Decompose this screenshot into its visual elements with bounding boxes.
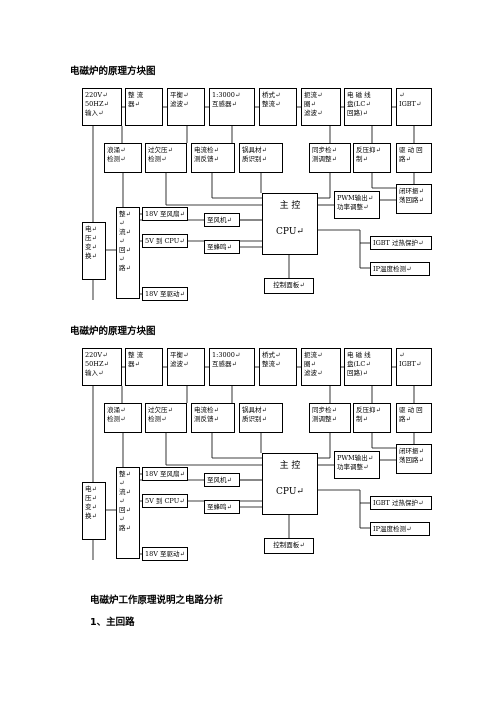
block-choke: 扼流↵ 圈↵ 滤波↵ (301, 88, 341, 126)
diagram-title-1: 电磁炉的原理方块图 (70, 66, 156, 77)
block-transformer: 1:3000↵ 互感器↵ (209, 348, 255, 386)
block-pot: 锅具材↵ 质识别↵ (239, 403, 283, 433)
block-bridge: 桥式↵ 整流↵ (259, 348, 297, 386)
block-rectifier: 整 流 器↵ (125, 348, 163, 386)
connector-lines (92, 366, 415, 560)
block-out-18v-fan: 18V 至风扇↵ (142, 467, 188, 481)
block-choke: 扼流↵ 圈↵ 滤波↵ (301, 348, 341, 386)
block-igbt: ↵ IGBT↵ (396, 348, 432, 386)
block-cpu: 主 控 CPU↵ (262, 453, 318, 515)
block-out-18v-driver: 18V 至驱动↵ (142, 547, 188, 561)
subsection-title: 1、主回路 (90, 617, 135, 628)
block-surge: 浪涌↵ 检测↵ (104, 403, 142, 433)
block-driver: 驱 动 回 路↵ (396, 403, 432, 433)
block-panel: 控制面板↵ (264, 278, 314, 294)
block-surge: 浪涌↵ 检测↵ (104, 143, 142, 173)
block-regulator: 整↵ ↵ 流↵ ↵ 回↵ ↵ 路↵ (116, 467, 140, 559)
block-out-5v-cpu: 5V 到 CPU↵ (142, 234, 188, 248)
block-buzzer: 至蜂鸣↵ (204, 500, 240, 514)
block-igbt-protect: IGBT 过热保护↵ (370, 496, 432, 510)
block-closedloop: 闭环振↵ 荡回路↵ (396, 444, 432, 474)
block-backpressure: 反压抑↵ 制↵ (353, 143, 391, 173)
block-sync: 同步检↵ 测调整↵ (309, 143, 351, 173)
block-rectifier: 整 流 器↵ (125, 88, 163, 126)
block-power-transform: 电↵ 压↵ 变↵ 换↵ (82, 482, 106, 540)
diagram-title-2: 电磁炉的原理方块图 (70, 326, 156, 337)
block-out-5v-cpu: 5V 到 CPU↵ (142, 494, 188, 508)
block-pwm: PWM输出↵ 功率调整↵ (334, 191, 380, 219)
block-closedloop: 闭环振↵ 荡回路↵ (396, 184, 432, 214)
block-igbt: ↵ IGBT↵ (396, 88, 432, 126)
block-current: 电流检↵ 测反馈↵ (191, 143, 235, 173)
block-panel: 控制面板↵ (264, 538, 314, 554)
block-overvoltage: 过欠压↵ 检测↵ (145, 143, 187, 173)
block-igbt-temp: IP温度检测↵ (370, 262, 430, 276)
block-sync: 同步检↵ 测调整↵ (309, 403, 351, 433)
block-filter: 平衡↵ 滤波↵ (167, 348, 205, 386)
block-transformer: 1:3000↵ 互感器↵ (209, 88, 255, 126)
block-current: 电流检↵ 测反馈↵ (191, 403, 235, 433)
block-out-18v-fan: 18V 至风扇↵ (142, 207, 188, 221)
block-out-18v-driver: 18V 至驱动↵ (142, 287, 188, 301)
block-buzzer: 至蜂鸣↵ (204, 240, 240, 254)
block-overvoltage: 过欠压↵ 检测↵ (145, 403, 187, 433)
block-input: 220V↵ 50HZ↵ 输入↵ (82, 348, 122, 386)
block-bridge: 桥式↵ 整流↵ (259, 88, 297, 126)
block-pot: 锅具材↵ 质识别↵ (239, 143, 283, 173)
block-fan: 至风机↵ (204, 473, 240, 487)
block-input: 220V↵ 50HZ↵ 输入↵ (82, 88, 122, 126)
block-igbt-temp: IP温度检测↵ (370, 522, 430, 536)
block-filter: 平衡↵ 滤波↵ (167, 88, 205, 126)
block-pwm: PWM输出↵ 功率调整↵ (334, 451, 380, 479)
block-fan: 至风机↵ (204, 213, 240, 227)
block-driver: 驱 动 回 路↵ (396, 143, 432, 173)
block-power-transform: 电↵ 压↵ 变↵ 换↵ (82, 222, 106, 280)
block-igbt-protect: IGBT 过热保护↵ (370, 236, 432, 250)
block-regulator: 整↵ ↵ 流↵ ↵ 回↵ ↵ 路↵ (116, 207, 140, 299)
block-coil: 电 磁 线 盘(LC↵ 回路)↵ (344, 348, 392, 386)
block-backpressure: 反压抑↵ 制↵ (353, 403, 391, 433)
block-coil: 电 磁 线 盘(LC↵ 回路)↵ (344, 88, 392, 126)
section-title: 电磁炉工作原理说明之电路分析 (90, 595, 224, 606)
block-cpu: 主 控 CPU↵ (262, 193, 318, 255)
block-diagram-2: 220V↵ 50HZ↵ 输入↵整 流 器↵平衡↵ 滤波↵1:3000↵ 互感器↵… (70, 345, 440, 561)
block-diagram-1: 220V↵ 50HZ↵ 输入↵整 流 器↵平衡↵ 滤波↵1:3000↵ 互感器↵… (70, 85, 440, 301)
